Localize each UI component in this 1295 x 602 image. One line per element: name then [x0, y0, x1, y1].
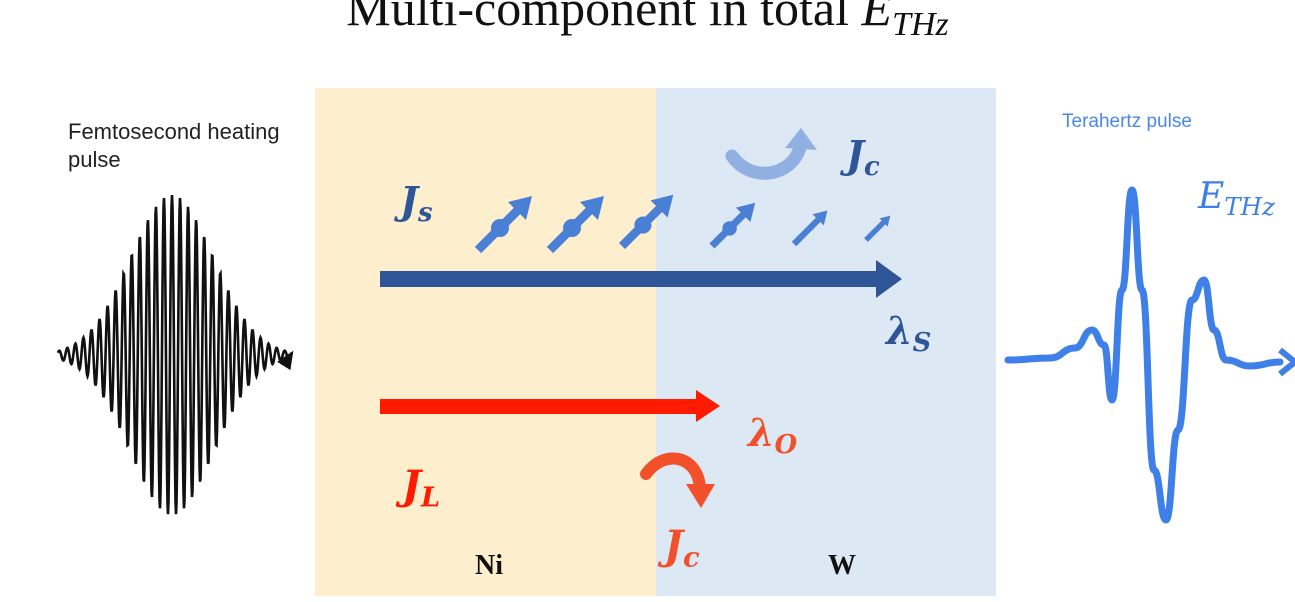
thz-field-label: ETHz: [1198, 176, 1275, 221]
orbital-length-label: λO: [748, 410, 797, 460]
terahertz-arrow-head-icon: [1278, 347, 1295, 377]
femtosecond-label: Femtosecond heating pulse: [68, 119, 280, 172]
ni-layer-label: Ni: [475, 550, 503, 581]
orbital-length-symbol: λ: [748, 410, 775, 455]
spin-length-symbol: λ: [886, 308, 913, 353]
w-layer-label: W: [828, 550, 856, 581]
charge-bottom-subscript: c: [682, 541, 700, 574]
thz-field-subscript: THz: [1224, 191, 1275, 221]
spin-current-label: Js: [400, 178, 433, 228]
spin-current-symbol: J: [400, 178, 418, 223]
spin-arrow-icon: [474, 194, 891, 254]
spin-length-label: λS: [886, 308, 931, 358]
ni-layer: [315, 88, 656, 596]
w-layer: [656, 88, 996, 596]
orbital-current-symbol: J: [402, 462, 421, 509]
charge-bottom-symbol: J: [664, 522, 683, 569]
thz-field-symbol: E: [1198, 176, 1225, 217]
terahertz-waveform-icon: [1004, 186, 1284, 524]
title-prefix: Multi-component in total: [346, 0, 862, 36]
charge-top-symbol: J: [846, 132, 864, 177]
spin-current-arrow: [380, 260, 902, 298]
spin-length-subscript: S: [912, 328, 932, 359]
curved-arrow-icon: [725, 128, 817, 180]
charge-current-top-label: Jc: [846, 132, 880, 182]
charge-current-bottom-label: Jc: [664, 522, 700, 574]
femtosecond-pulse-icon: [56, 194, 294, 515]
orbital-current-label: JL: [402, 462, 440, 514]
charge-top-subscript: c: [863, 152, 880, 183]
orbital-current-arrow: [380, 390, 720, 422]
orbital-length-subscript: O: [774, 430, 798, 461]
charge-curved-arrow-icon: [640, 452, 715, 508]
terahertz-label: Terahertz pulse: [1062, 111, 1192, 132]
title-subscript: THz: [892, 6, 949, 43]
title-symbol: E: [861, 0, 893, 36]
orbital-current-subscript: L: [420, 481, 441, 514]
figure-title: Multi-component in total ETHz: [0, 0, 1295, 55]
spin-current-subscript: s: [417, 198, 433, 229]
